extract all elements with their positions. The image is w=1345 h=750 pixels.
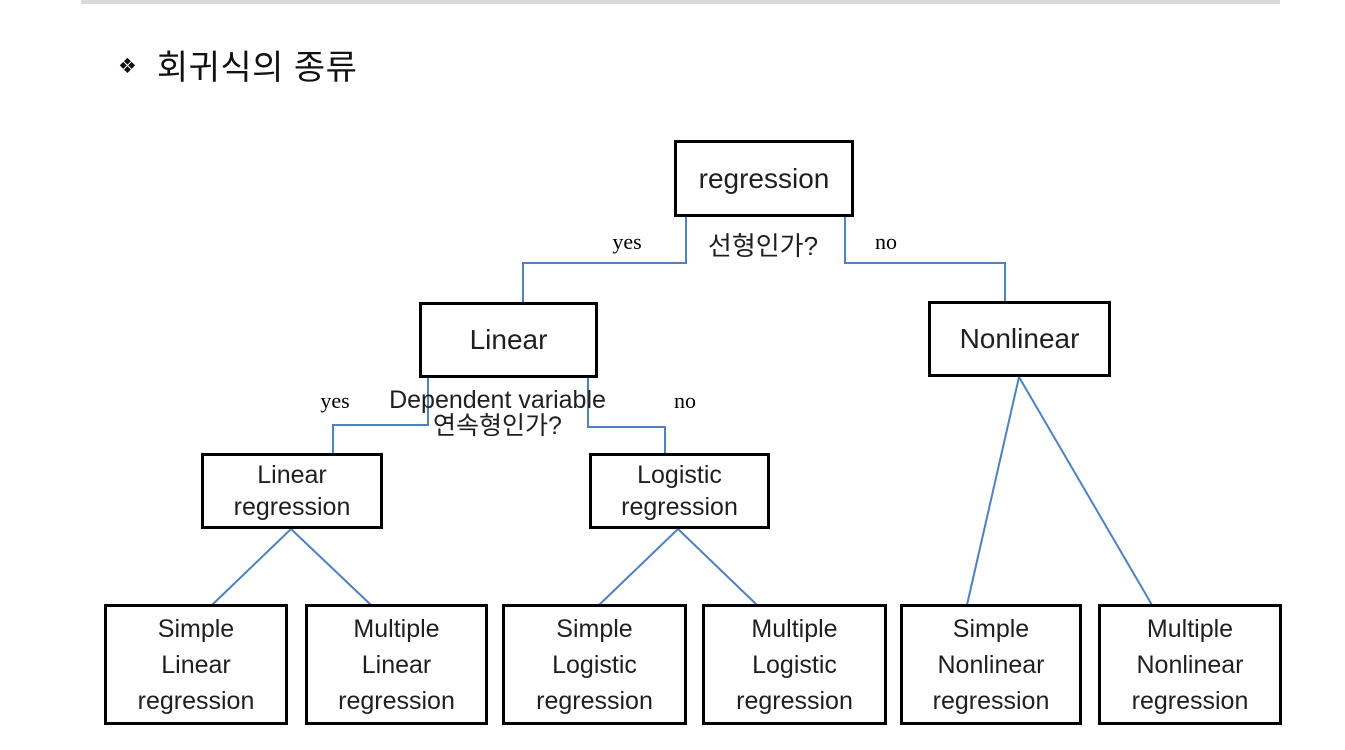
node-simple-nonlinear-regression: Simple Nonlinear regression (900, 604, 1082, 725)
branch-label-no-continuous: no (674, 388, 696, 413)
connector-logreg-to-simple-logistic (598, 528, 679, 606)
connector-nonlinear-to-simple-nonlinear (966, 376, 1020, 606)
question2-line2: 연속형인가? (433, 412, 562, 440)
node-multiple-nonlinear-regression: Multiple Nonlinear regression (1098, 604, 1282, 725)
slide-title: ❖ 회귀식의 종류 (118, 40, 357, 89)
connector-linreg-to-multiple-linear (290, 528, 372, 606)
node-nonlinear: Nonlinear (928, 301, 1111, 377)
question-dependent-variable-continuous: Dependent variable 연속형인가? (377, 387, 618, 439)
question2-line1: Dependent variable (389, 386, 606, 414)
node-logistic-regression: Logistic regression (589, 453, 770, 529)
connector-logreg-to-multiple-logistic (677, 528, 758, 606)
question-is-linear: 선형인가? (707, 231, 819, 261)
connector-nonlinear-to-multiple-nonlinear (1018, 376, 1153, 606)
page-top-edge (81, 0, 1280, 4)
node-simple-logistic-regression: Simple Logistic regression (502, 604, 687, 725)
node-linear: Linear (419, 302, 598, 378)
connector-linear-to-linear-regression (332, 378, 429, 454)
connector-linreg-to-simple-linear (211, 528, 292, 606)
branch-label-yes-continuous: yes (320, 388, 350, 413)
connector-linear-to-logistic-regression (587, 378, 666, 454)
connector-regression-to-linear (522, 217, 687, 303)
branch-label-yes-linear: yes (612, 229, 642, 254)
connector-regression-to-nonlinear (844, 217, 1006, 302)
branch-label-no-linear: no (875, 229, 897, 254)
node-multiple-logistic-regression: Multiple Logistic regression (702, 604, 887, 725)
diamond-bullet-icon: ❖ (118, 55, 137, 78)
node-multiple-linear-regression: Multiple Linear regression (305, 604, 488, 725)
slide-title-text: 회귀식의 종류 (156, 49, 358, 87)
node-simple-linear-regression: Simple Linear regression (104, 604, 288, 725)
node-linear-regression: Linear regression (201, 453, 383, 529)
node-regression: regression (674, 140, 854, 217)
